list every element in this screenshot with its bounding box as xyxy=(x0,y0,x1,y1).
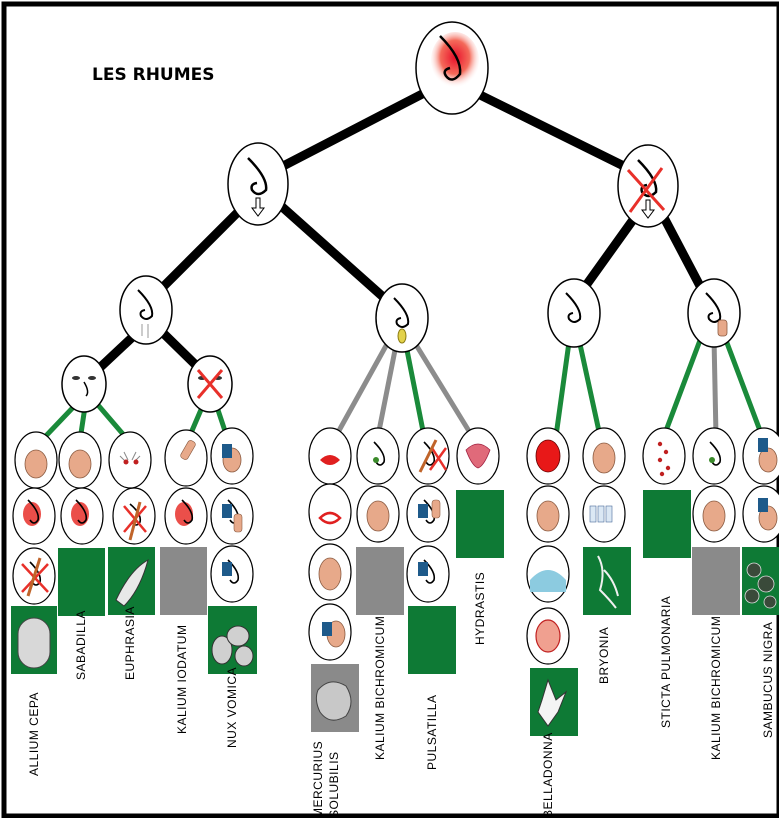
node-no-eyes xyxy=(187,355,233,413)
label-euphrasia: EUPHRASIA xyxy=(123,606,137,680)
node-plaster xyxy=(687,278,741,348)
label-kalium-bichromicum-2: KALIUM BICHROMICUM xyxy=(709,616,723,760)
label-solubilis: SOLUBILIS xyxy=(327,751,341,818)
label-pulsatilla: PULSATILLA xyxy=(425,695,439,770)
symptom-details xyxy=(21,438,778,653)
label-belladonna: BELLADONNA xyxy=(541,732,555,818)
label-hydrastis: HYDRASTIS xyxy=(473,572,487,645)
remedy-boxes xyxy=(11,490,779,736)
trunk-connectors xyxy=(87,85,715,380)
node-nose-blocked xyxy=(617,144,679,228)
node-nose-discharge xyxy=(227,142,289,226)
node-watery xyxy=(119,275,173,345)
label-sambucus-nigra: SAMBUCUS NIGRA xyxy=(761,622,775,738)
node-thick xyxy=(375,283,429,353)
node-eyes xyxy=(61,355,107,413)
label-kalium-iodatum: KALIUM IODATUM xyxy=(175,625,189,734)
label-allium-cepa: ALLIUM CEPA xyxy=(27,692,41,776)
label-mercurius: MERCURIUS xyxy=(311,741,325,818)
label-bryonia: BRYONIA xyxy=(597,627,611,684)
label-sabadilla: SABADILLA xyxy=(74,610,88,680)
label-kalium-bichromicum-1: KALIUM BICHROMICUM xyxy=(373,616,387,760)
diagram-title: LES RHUMES xyxy=(92,65,215,85)
node-fever xyxy=(547,278,601,348)
node-root xyxy=(415,21,489,115)
label-nux-vomica: NUX VOMICA xyxy=(225,667,239,748)
label-sticta-pulmonaria: STICTA PULMONARIA xyxy=(659,596,673,728)
remedy-labels: ALLIUM CEPA SABADILLA EUPHRASIA KALIUM I… xyxy=(27,572,775,818)
